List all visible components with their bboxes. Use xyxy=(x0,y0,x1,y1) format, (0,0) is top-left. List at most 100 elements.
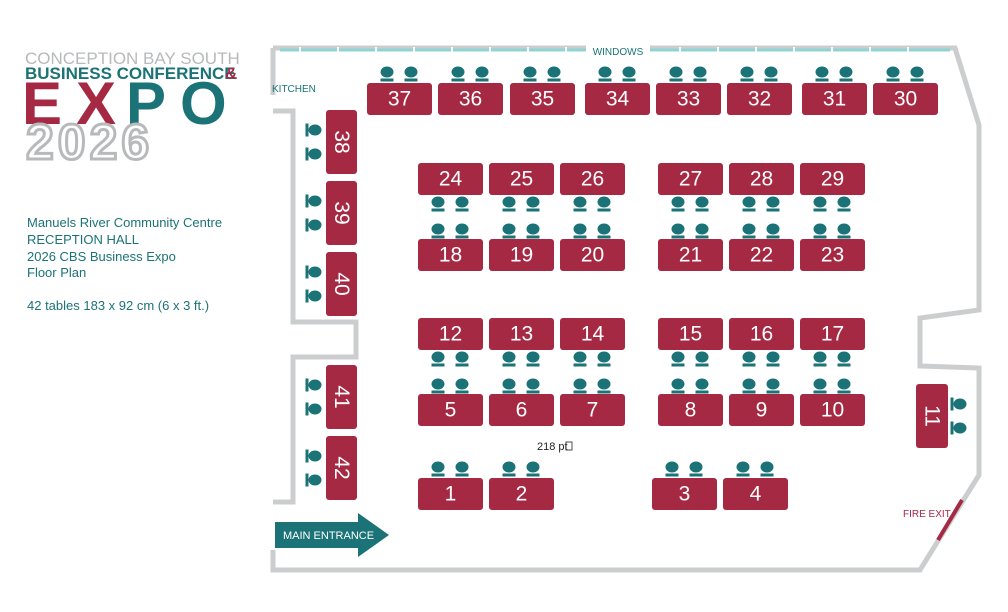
table-4[interactable]: 4 xyxy=(723,478,788,510)
chair-icon xyxy=(502,378,516,394)
wall-outer xyxy=(270,45,982,573)
logo-line-2: BUSINESS CONFERENCE xyxy=(25,64,236,83)
walls xyxy=(270,45,982,573)
table-8[interactable]: 8 xyxy=(658,394,723,426)
table-20[interactable]: 20 xyxy=(560,239,625,271)
table-12[interactable]: 12 xyxy=(418,318,483,350)
table-39[interactable]: 39 xyxy=(326,181,357,245)
table-rect xyxy=(729,318,794,350)
table-6[interactable]: 6 xyxy=(489,394,554,426)
windows-label: WINDOWS xyxy=(593,47,644,58)
table-7[interactable]: 7 xyxy=(560,394,625,426)
chair-icon xyxy=(813,196,827,212)
chair-icon xyxy=(669,66,683,82)
chair-icon xyxy=(839,66,853,82)
table-14[interactable]: 14 xyxy=(560,318,625,350)
table-rect xyxy=(560,163,625,195)
table-33[interactable]: 33 xyxy=(656,83,721,115)
table-31[interactable]: 31 xyxy=(802,83,867,115)
table-16[interactable]: 16 xyxy=(729,318,794,350)
table-24[interactable]: 24 xyxy=(418,163,483,195)
table-9[interactable]: 9 xyxy=(729,394,794,426)
chair-icon xyxy=(742,223,756,239)
table-rect xyxy=(489,394,554,426)
table-23[interactable]: 23 xyxy=(800,239,865,271)
table-number: 24 xyxy=(439,168,463,191)
table-35[interactable]: 35 xyxy=(510,83,575,115)
table-rect xyxy=(800,318,865,350)
table-10[interactable]: 10 xyxy=(800,394,865,426)
chair-icon xyxy=(305,123,322,137)
logo-line-1: CONCEPTION BAY SOUTH xyxy=(25,49,240,68)
table-number: 37 xyxy=(388,88,411,111)
table-rect xyxy=(873,83,938,115)
table-21[interactable]: 21 xyxy=(658,239,723,271)
table-number: 12 xyxy=(439,323,462,346)
table-rect xyxy=(326,181,357,245)
table-38[interactable]: 38 xyxy=(326,110,357,174)
chair-icon xyxy=(526,461,540,477)
table-15[interactable]: 15 xyxy=(658,318,723,350)
table-rect xyxy=(729,163,794,195)
table-2[interactable]: 2 xyxy=(489,478,554,510)
table-1[interactable]: 1 xyxy=(418,478,483,510)
table-29[interactable]: 29 xyxy=(800,163,865,195)
chair-icon xyxy=(455,378,469,394)
chair-icon xyxy=(573,351,587,367)
chair-icon xyxy=(502,196,516,212)
table-number: 17 xyxy=(821,323,844,346)
table-number: 18 xyxy=(439,244,462,267)
chair-icon xyxy=(431,378,445,394)
chair-icon xyxy=(837,196,851,212)
table-rect xyxy=(802,83,867,115)
table-17[interactable]: 17 xyxy=(800,318,865,350)
table-25[interactable]: 25 xyxy=(489,163,554,195)
chair-icon xyxy=(695,378,709,394)
table-rect xyxy=(489,318,554,350)
table-number: 15 xyxy=(679,323,702,346)
plan-title: Floor Plan xyxy=(27,265,86,280)
chair-icon xyxy=(305,218,322,232)
table-number: 3 xyxy=(679,483,691,506)
table-42[interactable]: 42 xyxy=(326,436,357,500)
table-26[interactable]: 26 xyxy=(560,163,625,195)
table-22[interactable]: 22 xyxy=(729,239,794,271)
chair-icon xyxy=(431,351,445,367)
table-3[interactable]: 3 xyxy=(652,478,717,510)
hall-name: RECEPTION HALL xyxy=(27,232,139,247)
chair-icon xyxy=(305,378,322,392)
table-11[interactable]: 11 xyxy=(916,384,948,448)
table-30[interactable]: 30 xyxy=(873,83,938,115)
table-rect xyxy=(560,239,625,271)
table-27[interactable]: 27 xyxy=(658,163,723,195)
chair-icon xyxy=(671,351,685,367)
table-18[interactable]: 18 xyxy=(418,239,483,271)
venue-name: Manuels River Community Centre xyxy=(27,215,222,230)
chair-icon xyxy=(573,196,587,212)
table-number: 27 xyxy=(679,168,702,191)
table-41[interactable]: 41 xyxy=(326,365,357,429)
table-number: 39 xyxy=(330,201,353,224)
table-rect xyxy=(658,163,723,195)
table-32[interactable]: 32 xyxy=(727,83,792,115)
table-19[interactable]: 19 xyxy=(489,239,554,271)
chair-icon xyxy=(695,351,709,367)
chair-icon xyxy=(766,378,780,394)
table-number: 7 xyxy=(587,399,599,422)
chair-icon xyxy=(766,196,780,212)
chair-icon xyxy=(305,147,322,161)
chair-icon xyxy=(597,223,611,239)
table-5[interactable]: 5 xyxy=(418,394,483,426)
table-rect xyxy=(729,239,794,271)
table-34[interactable]: 34 xyxy=(585,83,650,115)
table-28[interactable]: 28 xyxy=(729,163,794,195)
table-36[interactable]: 36 xyxy=(438,83,503,115)
table-40[interactable]: 40 xyxy=(326,252,357,316)
chair-icon xyxy=(597,351,611,367)
table-37[interactable]: 37 xyxy=(367,83,432,115)
table-13[interactable]: 13 xyxy=(489,318,554,350)
logo-year: 2026 xyxy=(26,114,153,170)
kitchen-label: KITCHEN xyxy=(272,84,316,95)
wall-left-inner xyxy=(273,108,359,505)
